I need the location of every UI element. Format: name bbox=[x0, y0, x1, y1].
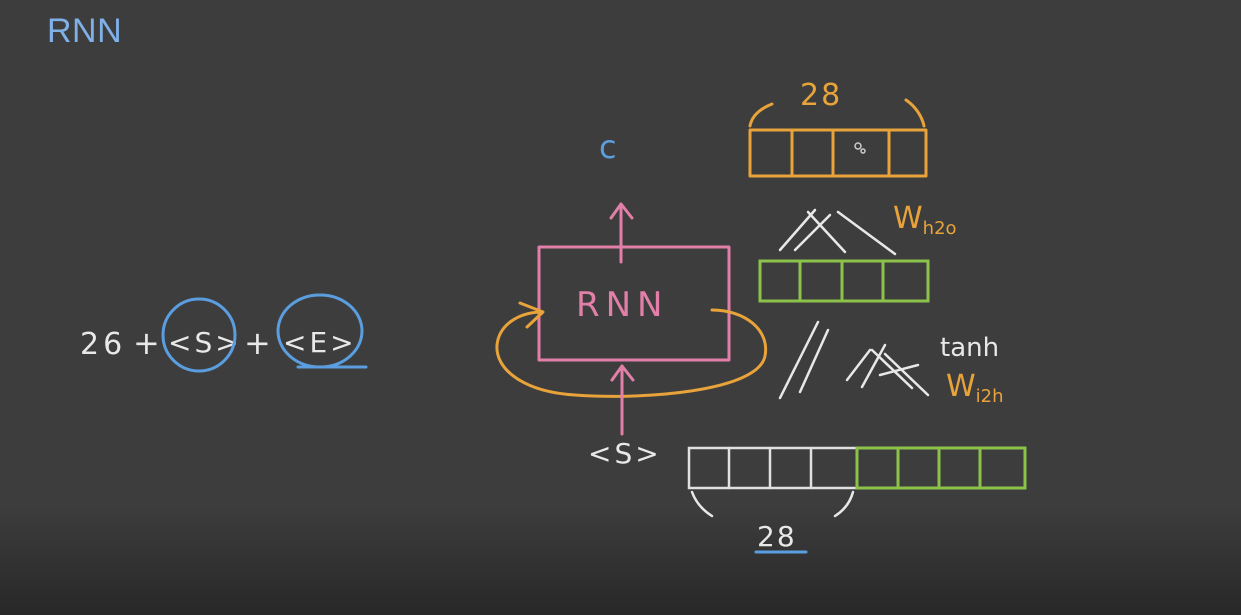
hidden-layer bbox=[758, 259, 930, 303]
input-hidden-weight-label: Wi2h bbox=[946, 369, 1004, 407]
rnn-box bbox=[537, 245, 731, 362]
input-onehot-vector bbox=[687, 446, 859, 490]
hidden-to-output-connections bbox=[778, 208, 897, 256]
formula-plus-1: + bbox=[133, 324, 160, 362]
start-token-circle bbox=[161, 297, 237, 373]
rnn-cell: RNN <S> c bbox=[495, 128, 768, 470]
output-vector bbox=[748, 128, 928, 178]
formula-plus-2: + bbox=[244, 324, 271, 362]
vocab-size-formula: 26 + <S> + <E> bbox=[80, 293, 368, 373]
rnn-output-char: c bbox=[599, 128, 617, 166]
formula-end-token: <E> bbox=[283, 326, 357, 359]
output-arrow bbox=[609, 202, 634, 264]
input-arrow bbox=[610, 364, 635, 436]
activation-label: tanh bbox=[940, 333, 999, 363]
input-layer bbox=[687, 446, 1027, 518]
formula-start-token: <S> bbox=[168, 326, 242, 359]
hidden-output-weight-label: Wh2o bbox=[893, 201, 957, 239]
output-layer: 28 bbox=[748, 78, 928, 178]
page-title: RNN bbox=[47, 12, 123, 50]
output-width-label: 28 bbox=[800, 78, 842, 113]
input-to-hidden-connections bbox=[778, 320, 930, 400]
formula-number: 26 bbox=[80, 327, 126, 362]
input-width-brace bbox=[690, 490, 855, 518]
input-hidden-vector bbox=[855, 446, 1027, 490]
recurrent-loop-arrowhead bbox=[518, 301, 545, 329]
rnn-box-label: RNN bbox=[576, 285, 669, 325]
input-width-label: 28 bbox=[757, 520, 797, 553]
hidden-vector bbox=[758, 259, 930, 303]
cursor-icon bbox=[854, 142, 862, 150]
output-width-brace bbox=[748, 98, 926, 128]
recurrent-loop bbox=[495, 308, 768, 398]
rnn-input-token: <S> bbox=[588, 437, 662, 470]
cursor-icon-dot bbox=[860, 148, 866, 154]
